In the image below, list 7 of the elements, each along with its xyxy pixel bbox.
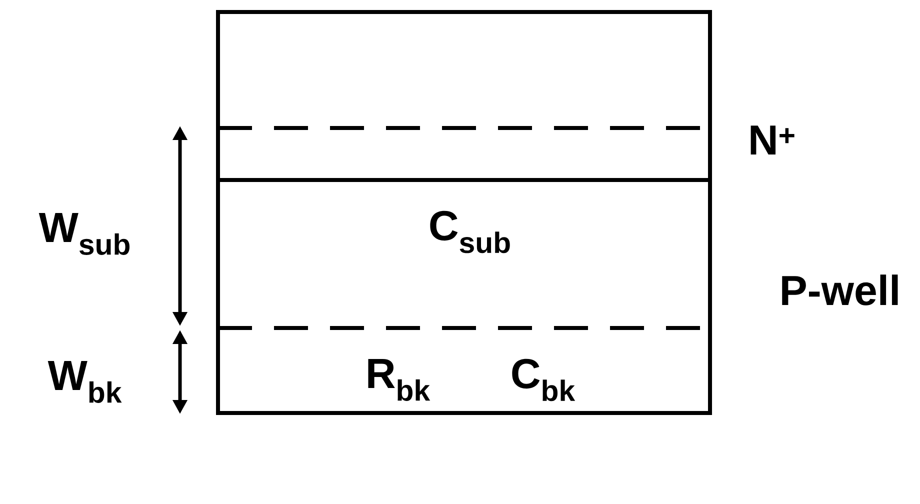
layer-label: N$^{+}$ [750,126,794,154]
layer-label: R$_{bk}$ [368,359,430,401]
layer-label: P-well [782,274,898,306]
layer-label: W$_{sub}$ [38,213,130,255]
layer-label: C$_{bk}$ [512,358,576,402]
layer-label: W$_{bk}$ [48,361,122,403]
layer-label: C$_{sub}$ [430,210,510,254]
